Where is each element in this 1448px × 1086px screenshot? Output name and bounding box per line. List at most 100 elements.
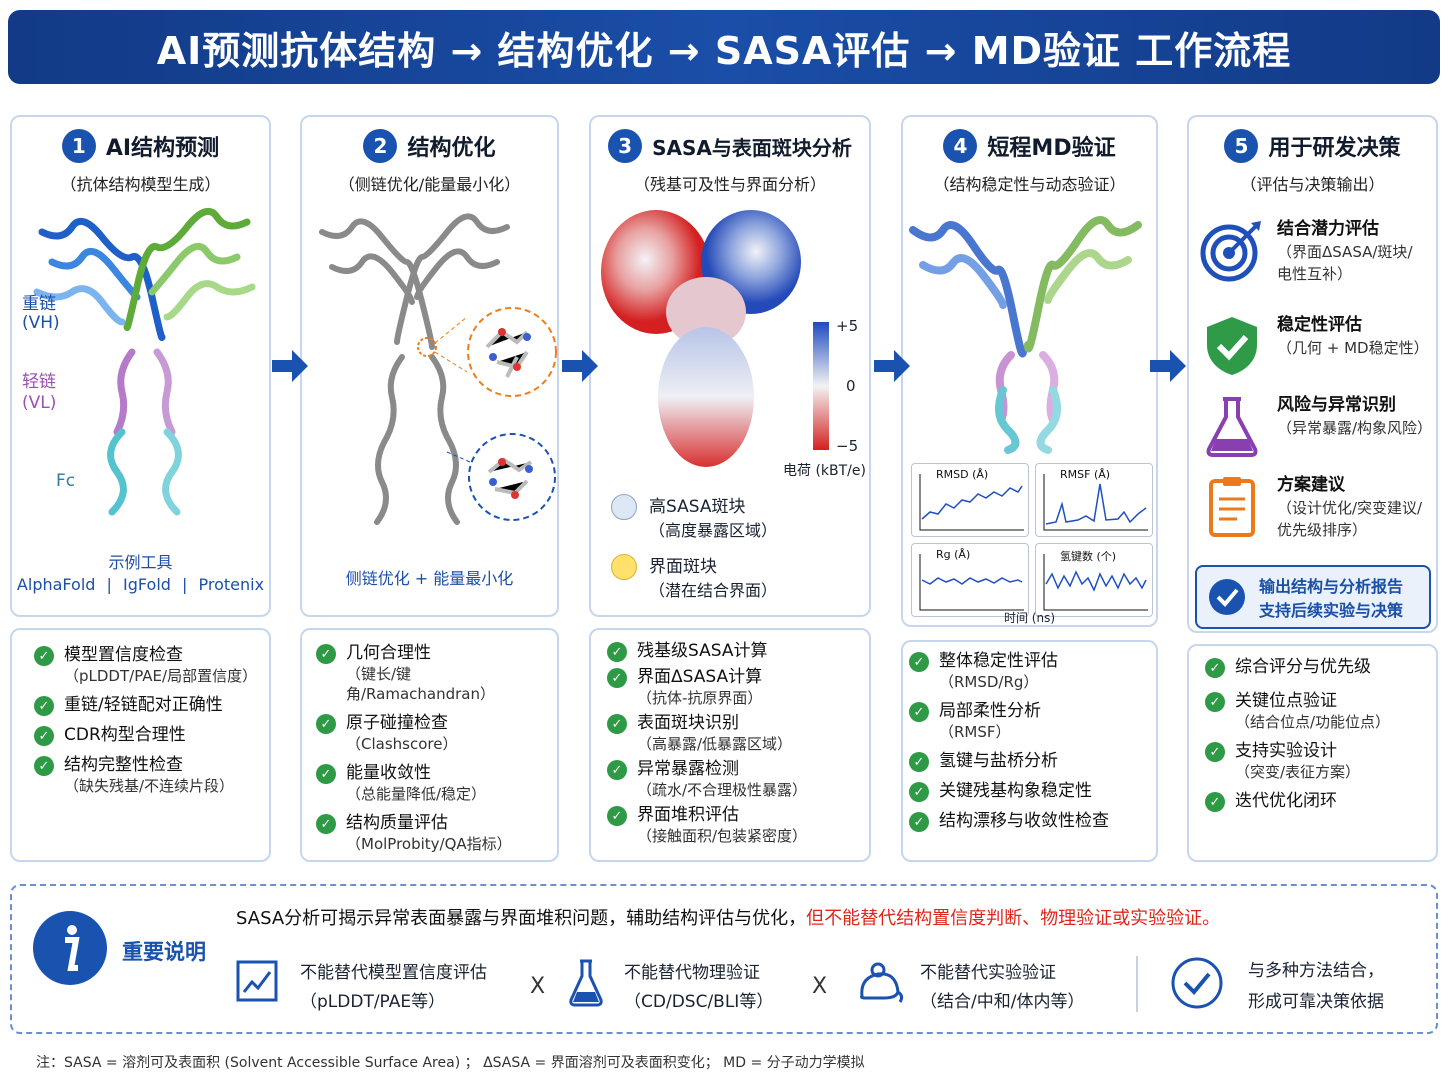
- mouse-icon: [860, 962, 904, 1003]
- step-number: 4: [943, 129, 978, 163]
- plot-label: RMSF (Å): [1060, 468, 1111, 481]
- note-item-sub: （结合/中和/体内等）: [920, 992, 1085, 1012]
- check-item: ✓ 结构完整性检查 （缺失残基/不连续片段）: [34, 754, 261, 796]
- check-item: ✓几何合理性（键长/键角/Ramachandran）: [316, 642, 549, 704]
- note-separator: X: [530, 974, 546, 999]
- check-icon: ✓: [34, 756, 54, 776]
- rmsf-plot: RMSF (Å): [1035, 463, 1153, 537]
- plot-label: 氢键数 (个): [1060, 550, 1117, 563]
- footnote: 注：SASA = 溶剂可及表面积 (Solvent Accessible Sur…: [36, 1055, 865, 1071]
- decision-sub: （设计优化/突变建议/优先级排序）: [1277, 499, 1423, 539]
- output-line-2: 支持后续实验与决策: [1259, 601, 1404, 620]
- heavy-chain-label: 重链: [22, 294, 56, 314]
- check-icon: ✓: [316, 814, 336, 834]
- check-sub: （缺失残基/不连续片段）: [64, 777, 235, 795]
- check-item: ✓界面堆积评估（接触面积/包装紧密度）: [607, 804, 861, 846]
- optimization-caption: 侧链优化 + 能量最小化: [345, 569, 514, 588]
- electrostatic-surface-illustration: [601, 210, 801, 467]
- step-title: 结构优化: [407, 136, 496, 161]
- check-title: 结构完整性检查: [64, 755, 183, 775]
- note-line-b: 但不能替代结构置信度判断、物理验证或实验验证。: [806, 908, 1221, 929]
- note-item-sub: （CD/DSC/BLI等）: [624, 992, 774, 1012]
- check-item: ✓整体稳定性评估（RMSD/Rg）: [909, 650, 1148, 692]
- check-item: ✓原子碰撞检查（Clashscore）: [316, 712, 549, 754]
- check-item: ✓氢键与盐桥分析: [909, 750, 1148, 772]
- plot-label: Rg (Å): [936, 548, 971, 561]
- check-sub: （RMSF）: [939, 723, 1011, 741]
- shield-icon: [1207, 317, 1257, 375]
- note-item-sub: （pLDDT/PAE等）: [300, 992, 446, 1012]
- check-circle-icon: [1171, 957, 1223, 1009]
- check-item: ✓ 局部柔性分析 （RMSF）: [909, 700, 1148, 742]
- hbond-trace: [1043, 554, 1148, 611]
- scale-max: +5: [836, 317, 859, 335]
- legend-swatch-blue: [611, 494, 637, 520]
- check-icon: ✓: [607, 806, 627, 826]
- output-report-box: 输出结构与分析报告支持后续实验与决策: [1195, 565, 1431, 629]
- note-item-combine: 与多种方法结合，形成可靠决策依据: [1170, 956, 1384, 1012]
- check-item: ✓表面斑块识别（高暴露/低暴露区域）: [607, 712, 861, 754]
- check-item: ✓模型置信度检查（pLDDT/PAE/局部置信度）: [34, 644, 261, 686]
- check-icon: ✓: [607, 642, 627, 662]
- legend-sub: （高度暴露区域）: [649, 521, 778, 540]
- output-line-1: 输出结构与分析报告: [1259, 577, 1404, 596]
- note-final-1: 与多种方法结合，: [1248, 961, 1384, 981]
- rg-plot: Rg (Å): [911, 543, 1029, 617]
- check-title: 界面堆积评估: [637, 805, 739, 825]
- check-icon: ✓: [316, 764, 336, 784]
- check-sub: （RMSD/Rg）: [939, 673, 1039, 691]
- check-title: 迭代优化闭环: [1235, 791, 1337, 811]
- step-title: SASA与表面斑块分析: [652, 135, 852, 160]
- check-title: 局部柔性分析: [939, 701, 1041, 721]
- legend-swatch-yellow: [611, 554, 637, 580]
- note-statement: SASA分析可揭示异常表面暴露与界面堆积问题，辅助结构评估与优化，但不能替代结构…: [236, 904, 1220, 930]
- check-icon: ✓: [909, 782, 929, 802]
- light-chain-label: 轻链: [22, 372, 56, 392]
- rg-trace: [919, 554, 1024, 611]
- step-title: AI结构预测: [105, 136, 220, 161]
- antibody-ribbon-illustration: [33, 207, 256, 516]
- check-item: ✓残基级SASA计算: [607, 640, 861, 662]
- checklist-card-5: ✓综合评分与优先级 ✓关键位点验证（结合位点/功能位点） ✓支持实验设计（突变/…: [1187, 644, 1438, 862]
- note-divider: [1136, 956, 1138, 1012]
- check-title: 支持实验设计: [1235, 741, 1337, 761]
- scale-min: −5: [836, 437, 859, 455]
- check-item: ✓重链/轻链配对正确性: [34, 694, 261, 716]
- check-icon: ✓: [909, 702, 929, 722]
- check-sub: （总能量降低/稳定）: [346, 785, 487, 803]
- decision-proposal: 方案建议（设计优化/突变建议/优先级排序）: [1199, 473, 1436, 541]
- rmsf-trace: [1043, 474, 1148, 531]
- legend-interface: 界面斑块（潜在结合界面）: [611, 552, 777, 601]
- fc-label: Fc: [56, 471, 76, 491]
- checklist-card-3: ✓残基级SASA计算 ✓界面ΔSASA计算（抗体-抗原界面） ✓表面斑块识别（高…: [589, 628, 871, 862]
- check-icon: ✓: [607, 668, 627, 688]
- step-number: 3: [608, 129, 643, 163]
- target-icon: [1200, 221, 1261, 282]
- note-separator: X: [812, 974, 828, 999]
- tools-list: AlphaFold | IgFold | Protenix: [16, 575, 265, 594]
- check-icon: ✓: [909, 812, 929, 832]
- legend-label: 界面斑块: [649, 557, 717, 577]
- check-item: ✓CDR构型合理性: [34, 724, 261, 746]
- charge-scale: [813, 322, 829, 450]
- check-title: 关键位点验证: [1235, 691, 1337, 711]
- page-title: AI预测抗体结构 → 结构优化 → SASA评估 → MD验证 工作流程: [156, 28, 1292, 73]
- note-label: 重要说明: [122, 940, 206, 964]
- check-item: ✓异常暴露检测（疏水/不合理极性暴露）: [607, 758, 861, 800]
- optimized-structure-illustration: [319, 213, 557, 525]
- check-sub: （抗体-抗原界面）: [637, 689, 763, 707]
- title-banner: AI预测抗体结构 → 结构优化 → SASA评估 → MD验证 工作流程: [8, 10, 1440, 84]
- clipboard-icon: [1209, 477, 1255, 537]
- check-title: 原子碰撞检查: [346, 713, 448, 733]
- check-sub: （疏水/不合理极性暴露）: [637, 781, 808, 799]
- info-icon: [33, 911, 107, 985]
- check-item: ✓迭代优化闭环: [1205, 790, 1428, 812]
- rmsd-plot: RMSD (Å): [911, 463, 1029, 537]
- decision-risk: 风险与异常识别（异常暴露/构象风险）: [1199, 393, 1436, 459]
- check-sub: （突变/表征方案）: [1235, 763, 1361, 781]
- tool-alphafold: AlphaFold: [16, 575, 96, 594]
